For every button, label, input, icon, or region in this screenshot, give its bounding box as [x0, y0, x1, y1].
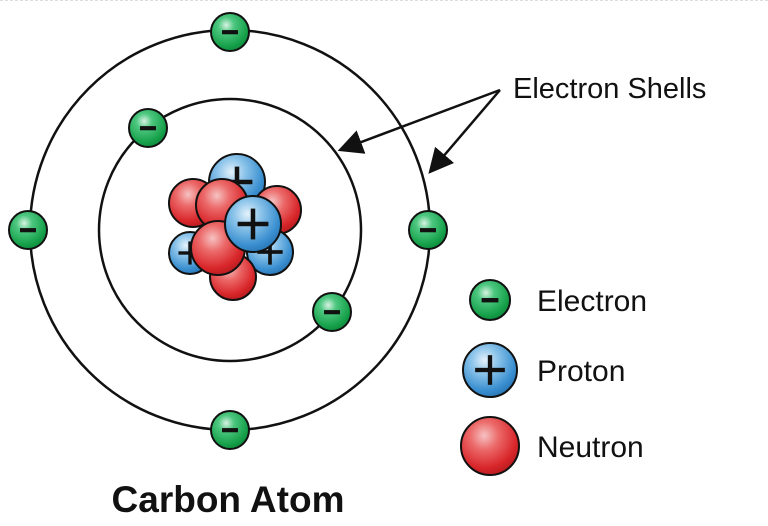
minus-sign-icon: [20, 228, 36, 233]
diagram-title: Carbon Atom: [112, 479, 345, 520]
nucleus: [168, 153, 302, 301]
legend-neutron-label: Neutron: [537, 431, 644, 464]
minus-sign-icon: [222, 428, 238, 433]
electron-particle: [128, 108, 168, 148]
plus-sign-icon: [257, 239, 283, 265]
electron-particle: [408, 210, 448, 250]
minus-sign-icon: [420, 228, 436, 233]
electron-particle: [312, 292, 352, 332]
plus-sign-icon: [237, 208, 269, 240]
minus-sign-icon: [481, 298, 499, 303]
plus-sign-icon: [178, 241, 202, 265]
legend-icons: [460, 279, 520, 476]
plus-sign-icon: [221, 166, 253, 198]
arrow-to-inner-shell: [337, 88, 501, 154]
top-border: [0, 0, 768, 1]
legend-proton-label: Proton: [537, 355, 625, 388]
minus-sign-icon: [140, 126, 156, 131]
plus-sign-icon: [475, 355, 505, 385]
electron-particle: [210, 12, 250, 52]
minus-sign-icon: [324, 310, 340, 315]
inner-electron-shell: [97, 97, 363, 363]
neutron-particle: [460, 416, 520, 476]
minus-sign-icon: [222, 30, 238, 35]
proton-particle: [224, 195, 282, 253]
electron-particle: [469, 279, 511, 321]
legend-electron-label: Electron: [537, 285, 647, 318]
electron-particle: [210, 410, 250, 450]
electrons: [8, 12, 448, 450]
arrow-to-outer-shell: [428, 89, 501, 174]
proton-particle: [462, 342, 518, 398]
shells-label: Electron Shells: [513, 73, 706, 105]
electron-particle: [8, 210, 48, 250]
